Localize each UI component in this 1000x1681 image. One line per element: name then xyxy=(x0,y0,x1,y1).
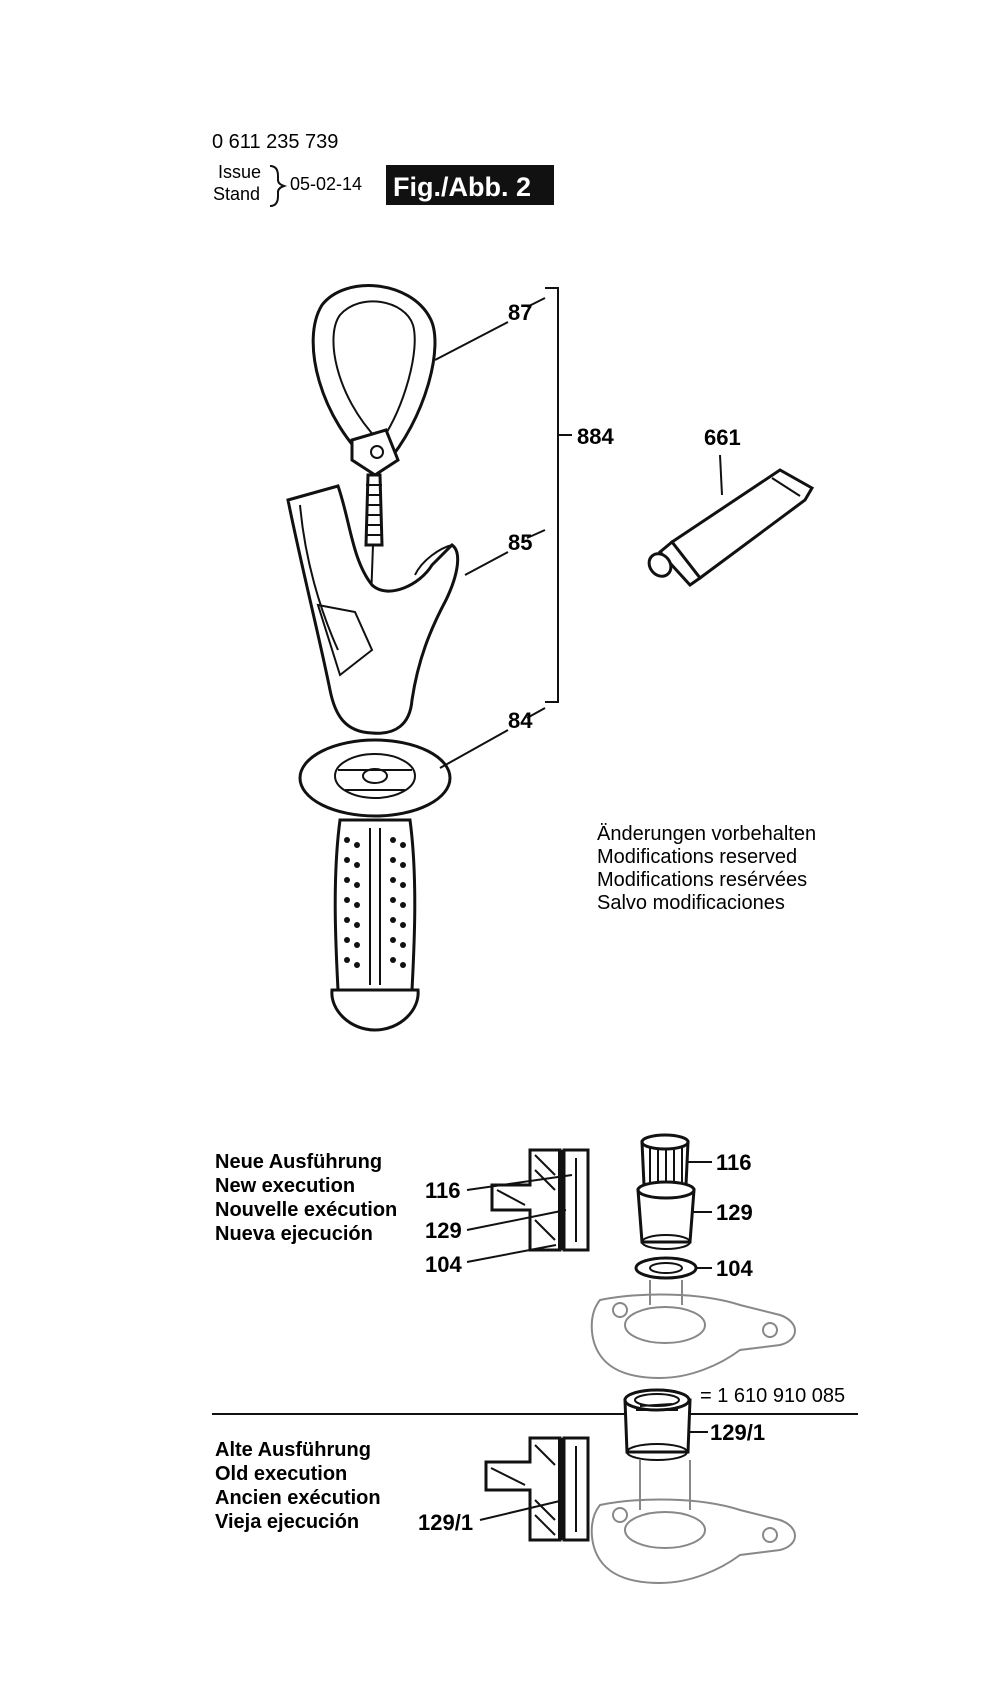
old-equivalent-part: = 1 610 910 085 xyxy=(700,1385,845,1407)
leader-661 xyxy=(719,454,723,496)
notice-es: Salvo modificaciones xyxy=(597,892,785,914)
callout-661: 661 xyxy=(704,425,741,450)
brace-icon xyxy=(269,165,288,207)
new-left-116: 116 xyxy=(425,1178,461,1203)
new-cross-section xyxy=(490,1148,590,1252)
old-right-129-1: 129/1 xyxy=(710,1420,765,1445)
new-execution-section: Neue Ausführung New execution Nouvelle e… xyxy=(215,1133,796,1380)
figure-label: Fig./Abb. 2 xyxy=(393,172,531,202)
header: 0 611 235 739 Issue Stand 05-02-14 Fig./… xyxy=(212,131,554,207)
old-cross-section xyxy=(484,1436,590,1542)
new-execution-de: Neue Ausführung xyxy=(215,1151,382,1173)
handle-mount-part xyxy=(286,484,460,735)
clamping-band-part xyxy=(311,284,437,601)
old-left-129-1: 129/1 xyxy=(418,1510,473,1535)
new-right-129: 129 xyxy=(716,1200,753,1225)
old-execution-es: Vieja ejecución xyxy=(215,1511,359,1533)
new-washer xyxy=(634,1256,698,1280)
old-execution-section: Alte Ausführung Old execution Ancien exé… xyxy=(215,1385,845,1585)
issue-date: 05-02-14 xyxy=(290,174,362,194)
handle-assembly: 87 884 85 84 xyxy=(286,284,614,1032)
figure-label-box xyxy=(386,165,554,205)
new-sleeve xyxy=(636,1180,696,1250)
callout-87: 87 xyxy=(508,300,532,325)
new-needle-bearing xyxy=(640,1133,690,1187)
new-gear-housing xyxy=(590,1280,796,1380)
grease-tube-part: 661 xyxy=(647,425,815,587)
new-right-116: 116 xyxy=(716,1150,752,1175)
modifications-notice: Änderungen vorbehalten Modifications res… xyxy=(597,823,816,914)
old-execution-en: Old execution xyxy=(215,1463,347,1485)
stand-label: Stand xyxy=(213,184,260,204)
grip-texture xyxy=(344,837,406,968)
new-execution-fr: Nouvelle exécution xyxy=(215,1199,397,1221)
old-execution-fr: Ancien exécution xyxy=(215,1487,381,1509)
callout-84: 84 xyxy=(508,708,533,733)
callout-884: 884 xyxy=(577,424,614,449)
leader-84 xyxy=(439,729,509,769)
new-execution-en: New execution xyxy=(215,1175,355,1197)
part-number: 0 611 235 739 xyxy=(212,131,338,153)
grip-handle-part xyxy=(298,738,452,1032)
leader-85 xyxy=(464,551,509,576)
new-execution-es: Nueva ejecución xyxy=(215,1223,373,1245)
notice-fr: Modifications resérvées xyxy=(597,869,807,891)
old-gear-housing xyxy=(590,1460,796,1585)
old-execution-de: Alte Ausführung xyxy=(215,1439,371,1461)
new-right-104: 104 xyxy=(716,1256,753,1281)
new-left-104: 104 xyxy=(425,1252,462,1277)
leader-87 xyxy=(434,321,509,361)
old-bearing-sleeve xyxy=(623,1388,692,1461)
callout-85: 85 xyxy=(508,530,532,555)
assembly-bracket xyxy=(545,287,559,703)
notice-en: Modifications reserved xyxy=(597,846,797,868)
issue-label: Issue xyxy=(218,162,261,182)
notice-de: Änderungen vorbehalten xyxy=(597,823,816,845)
new-left-129: 129 xyxy=(425,1218,462,1243)
